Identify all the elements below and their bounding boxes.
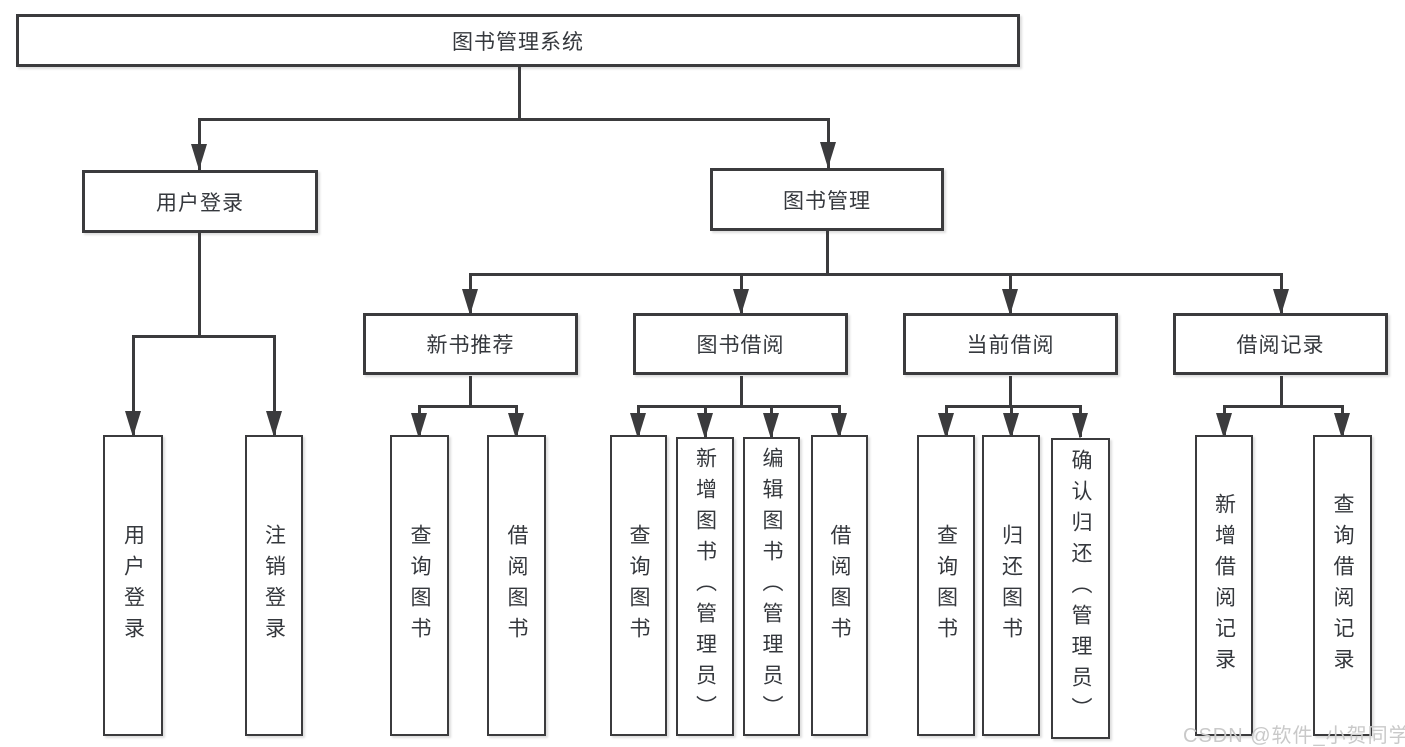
node-book-borrowing: 图书借阅 xyxy=(633,313,848,375)
connector-line xyxy=(418,405,517,408)
connector-line xyxy=(132,335,135,437)
node-borrowing-records: 借阅记录 xyxy=(1173,313,1388,375)
connector-arrow xyxy=(763,413,779,439)
connector-line xyxy=(198,233,201,338)
node-label: 图书管理 xyxy=(783,189,871,213)
node-label: 注销登录 xyxy=(262,523,286,648)
leaf-query-borrow-record: 查询借阅记录 xyxy=(1313,435,1372,736)
node-label: 确认归还（管理员） xyxy=(1069,449,1092,728)
node-label: 查询图书 xyxy=(934,523,958,648)
connector-arrow xyxy=(1216,413,1232,439)
connector-line xyxy=(740,376,743,408)
connector-arrow xyxy=(1273,289,1289,315)
node-current-borrowing: 当前借阅 xyxy=(903,313,1118,375)
connector-line xyxy=(469,273,1282,276)
connector-line xyxy=(1009,376,1012,408)
connector-arrow xyxy=(820,142,836,168)
connector-arrow xyxy=(630,413,646,439)
node-new-book-recommendation: 新书推荐 xyxy=(363,313,578,375)
connector-arrow xyxy=(1003,413,1019,439)
connector-line xyxy=(1280,376,1283,408)
node-label: 图书借阅 xyxy=(696,334,785,357)
node-label: 归还图书 xyxy=(999,523,1023,648)
connector-line xyxy=(1223,405,1343,408)
node-label: 查询图书 xyxy=(627,523,650,648)
node-label: 新增借阅记录 xyxy=(1212,492,1236,679)
connector-arrow xyxy=(1072,413,1088,439)
node-label: 借阅图书 xyxy=(828,523,851,648)
leaf-user-login: 用户登录 xyxy=(103,435,163,736)
connector-arrow xyxy=(462,289,478,315)
connector-line xyxy=(826,231,829,276)
leaf-add-book-admin: 新增图书（管理员） xyxy=(676,437,734,736)
leaf-add-borrow-record: 新增借阅记录 xyxy=(1195,435,1253,736)
connector-arrow xyxy=(1334,413,1350,439)
node-label: 查询图书 xyxy=(408,523,431,648)
node-label: 借阅图书 xyxy=(505,523,528,648)
node-library-management-system: 图书管理系统 xyxy=(16,14,1020,67)
node-label: 图书管理系统 xyxy=(452,30,584,54)
leaf-logout: 注销登录 xyxy=(245,435,303,736)
connector-line xyxy=(132,335,275,338)
connector-arrow xyxy=(938,413,954,439)
connector-arrow xyxy=(191,144,207,170)
leaf-query-books-borrowing: 查询图书 xyxy=(610,435,667,736)
connector-arrow xyxy=(411,413,427,439)
node-label: 新增图书（管理员） xyxy=(693,447,717,726)
leaf-borrow-books-recommend: 借阅图书 xyxy=(487,435,546,736)
node-book-management: 图书管理 xyxy=(710,168,944,231)
connector-arrow xyxy=(697,413,713,439)
connector-line xyxy=(273,335,276,437)
connector-arrow xyxy=(733,289,749,315)
leaf-borrow-books-borrowing: 借阅图书 xyxy=(811,435,868,736)
node-label: 借阅记录 xyxy=(1236,334,1325,357)
node-label: 编辑图书（管理员） xyxy=(760,447,783,726)
node-label: 用户登录 xyxy=(121,523,145,648)
connector-arrow xyxy=(266,411,282,437)
node-user-login: 用户登录 xyxy=(82,170,318,233)
connector-line xyxy=(945,405,1081,408)
node-label: 查询借阅记录 xyxy=(1331,492,1354,679)
leaf-confirm-return-admin: 确认归还（管理员） xyxy=(1051,438,1110,739)
leaf-query-books-recommend: 查询图书 xyxy=(390,435,449,736)
connector-arrow xyxy=(508,413,524,439)
connector-arrow xyxy=(1002,289,1018,315)
watermark-text: CSDN @软件_小贺同学 xyxy=(1183,725,1405,747)
connector-arrow xyxy=(125,411,141,437)
connector-line xyxy=(518,66,521,121)
connector-line xyxy=(198,118,829,121)
node-label: 新书推荐 xyxy=(426,334,515,357)
leaf-edit-book-admin: 编辑图书（管理员） xyxy=(743,437,800,736)
node-label: 用户登录 xyxy=(156,191,244,215)
connector-line xyxy=(637,405,840,408)
connector-line xyxy=(469,376,472,408)
connector-arrow xyxy=(831,413,847,439)
leaf-return-books: 归还图书 xyxy=(982,435,1040,736)
leaf-query-books-current: 查询图书 xyxy=(917,435,975,736)
node-label: 当前借阅 xyxy=(966,334,1055,357)
